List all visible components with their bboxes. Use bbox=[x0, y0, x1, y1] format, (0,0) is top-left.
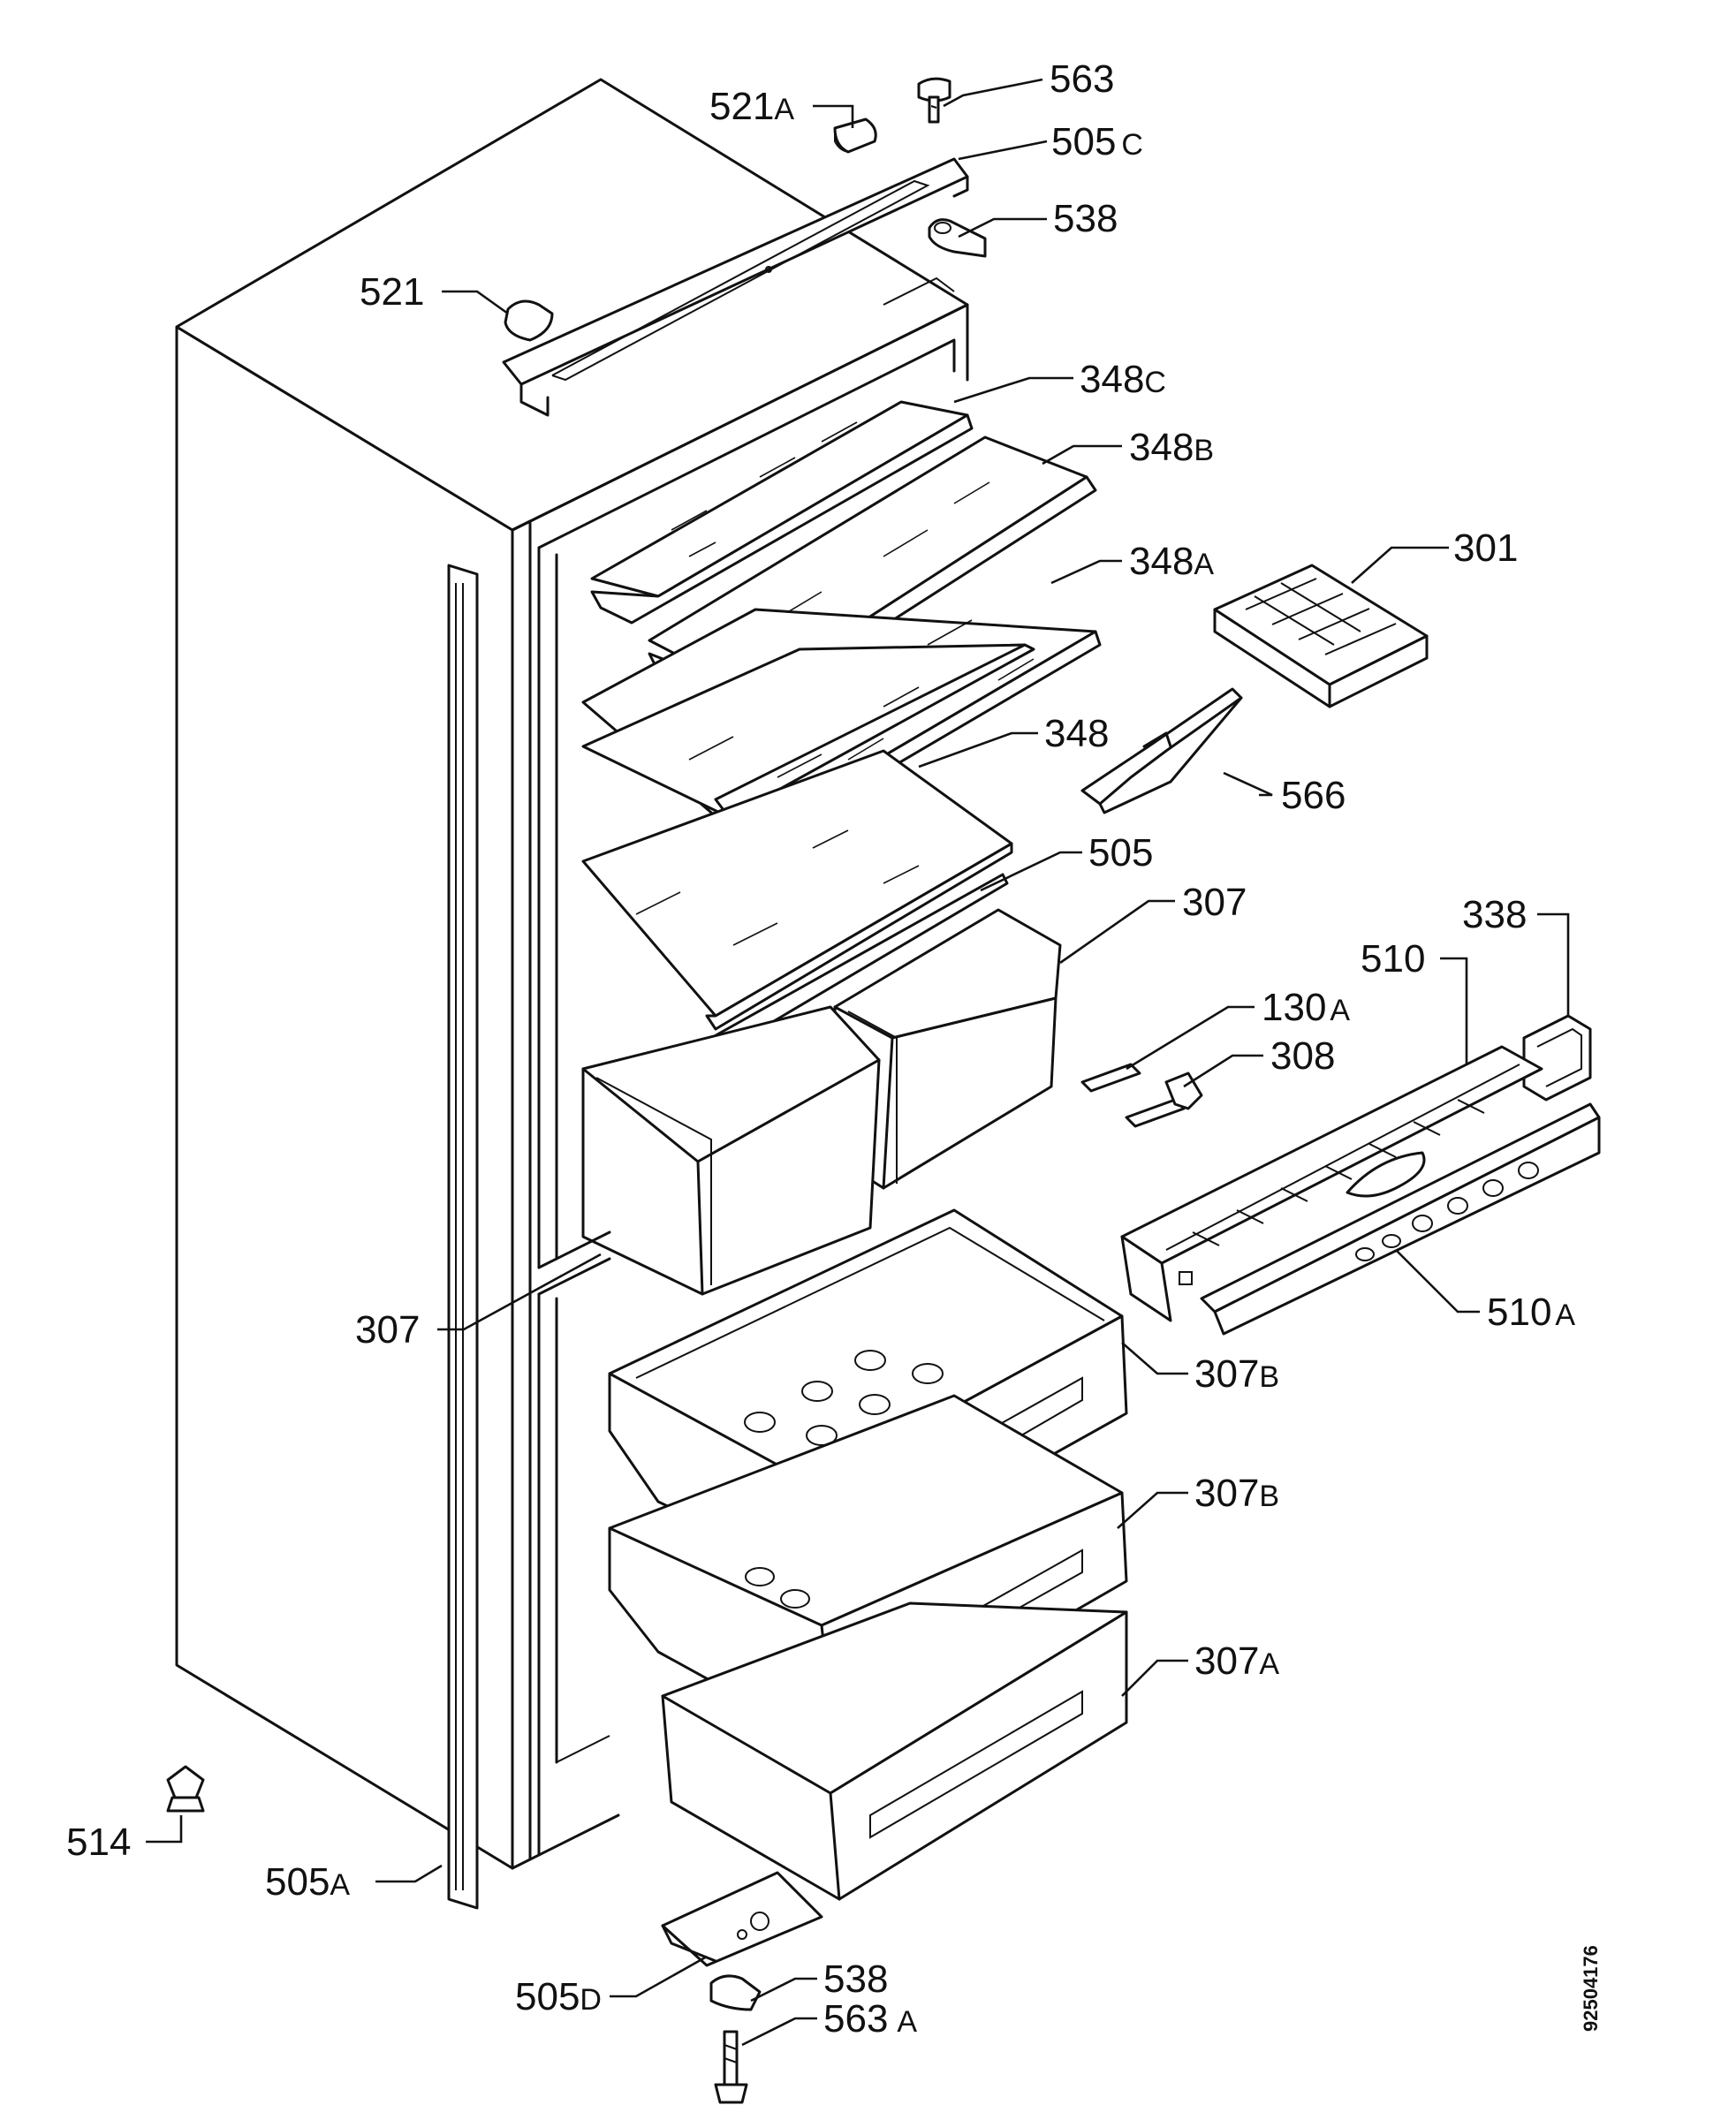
label-348b: 348B bbox=[1129, 426, 1214, 469]
door-stop-bush-bottom bbox=[709, 1974, 762, 2011]
label-538-top: 538 bbox=[1053, 197, 1118, 240]
fridge-cabinet bbox=[175, 78, 969, 1870]
label-338: 338 bbox=[1462, 893, 1527, 936]
hinge-cover-cap-left bbox=[504, 299, 554, 342]
label-563: 563 bbox=[1050, 57, 1114, 101]
top-hinge-plate bbox=[502, 157, 969, 417]
label-538-bottom: 538 bbox=[823, 1957, 888, 2001]
label-308: 308 bbox=[1270, 1034, 1335, 1078]
drawing-reference-code: 92504176 bbox=[1580, 1945, 1602, 2032]
label-307b-second: 307B bbox=[1194, 1472, 1279, 1515]
bottom-hinge-plate bbox=[661, 1871, 823, 1967]
thermostat-front-profile bbox=[1200, 1102, 1601, 1336]
ice-cube-tray bbox=[1213, 564, 1429, 708]
crisper-drawer-left bbox=[581, 1005, 881, 1296]
label-348a: 348A bbox=[1129, 540, 1214, 583]
label-307b-first: 307B bbox=[1194, 1352, 1279, 1396]
label-514: 514 bbox=[66, 1821, 131, 1864]
label-521a: 521A bbox=[709, 85, 794, 128]
label-505: 505 bbox=[1088, 831, 1153, 874]
label-307a: 307A bbox=[1194, 1639, 1279, 1683]
hinge-cover-cap bbox=[833, 117, 877, 154]
label-301: 301 bbox=[1453, 526, 1518, 570]
hinge-pin-bottom bbox=[714, 2030, 748, 2104]
control-panel-end-cap bbox=[1522, 1014, 1592, 1102]
glass-shelf-fourth bbox=[581, 643, 1035, 819]
lamp-cover-clip bbox=[1080, 1063, 1141, 1093]
door-seal-strip bbox=[447, 564, 479, 1910]
label-307-top: 307 bbox=[1182, 881, 1247, 924]
thermostat-housing bbox=[1120, 1045, 1543, 1322]
glass-shelf-top bbox=[590, 400, 974, 625]
adjustable-foot bbox=[166, 1765, 205, 1813]
label-307-left: 307 bbox=[355, 1308, 420, 1352]
door-stop-bush bbox=[928, 218, 987, 258]
crisper-drawer-right bbox=[833, 908, 1062, 1190]
hinge-pin bbox=[917, 77, 951, 124]
label-505a: 505A bbox=[265, 1860, 350, 1904]
label-521: 521 bbox=[360, 270, 424, 314]
label-348c: 348C bbox=[1080, 358, 1166, 401]
label-348: 348 bbox=[1044, 712, 1109, 755]
label-505d: 505D bbox=[515, 1975, 602, 2018]
freezer-drawer-bottom bbox=[661, 1601, 1128, 1901]
leader-lines bbox=[146, 78, 1570, 2047]
label-510: 510 bbox=[1361, 937, 1425, 980]
ice-scraper bbox=[1080, 687, 1243, 814]
label-566: 566 bbox=[1281, 774, 1346, 817]
